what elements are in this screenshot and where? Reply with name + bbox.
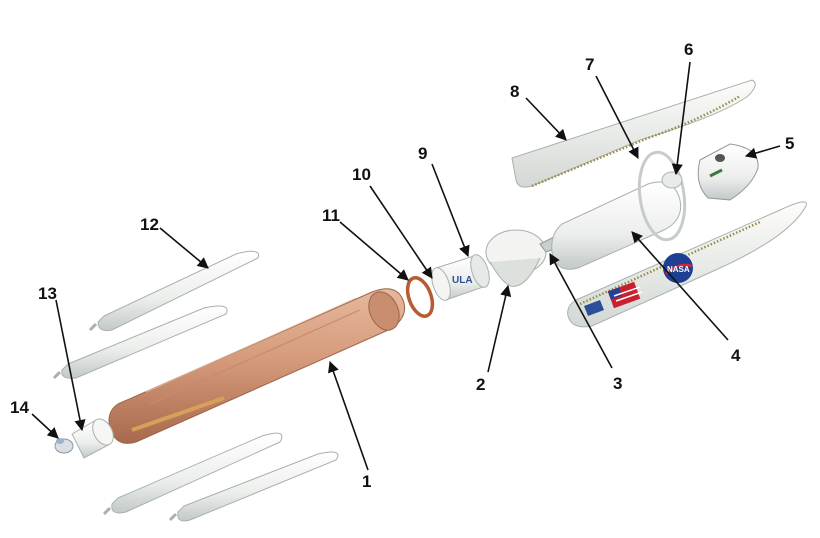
leader-9	[431, 163, 470, 258]
callout-1: 1	[362, 472, 371, 491]
payload-fairing-bottom-half: NASA	[567, 201, 807, 328]
leader-14	[31, 413, 59, 439]
ula-logo-text: ULA	[452, 275, 473, 286]
leader-3	[549, 253, 613, 369]
upper-stage-tank	[551, 181, 682, 270]
leader-12	[159, 227, 209, 269]
main-engine-nozzle	[54, 438, 74, 454]
leader-8	[525, 97, 567, 141]
leader-lines	[31, 61, 781, 471]
leader-2	[487, 284, 512, 373]
callout-8: 8	[510, 82, 519, 101]
callout-labels: 1 2 3 4 5 6 7 8 9 10 11 12 13 14	[10, 40, 794, 491]
leader-7	[595, 75, 639, 159]
leader-4	[631, 231, 729, 341]
payload-ring-7	[637, 150, 687, 242]
adapter-ring-11	[405, 276, 435, 318]
callout-6: 6	[684, 40, 693, 59]
solid-rocket-booster-top	[88, 250, 260, 332]
solid-rocket-booster-low-b	[168, 451, 339, 522]
nasa-meatball-icon: NASA	[663, 253, 693, 283]
nasa-logo-text: NASA	[667, 265, 690, 274]
leader-10	[369, 185, 433, 279]
callout-11: 11	[322, 206, 340, 225]
first-stage-booster	[108, 288, 406, 444]
payload-adapter-6	[661, 171, 683, 189]
callout-9: 9	[418, 144, 427, 163]
callout-14: 14	[10, 398, 29, 417]
payload-fairing-top-half	[511, 79, 756, 188]
callout-10: 10	[352, 165, 371, 184]
ula-tail-logo-icon	[584, 300, 604, 316]
callout-7: 7	[585, 55, 594, 74]
callout-2: 2	[476, 375, 485, 394]
spacecraft-payload	[697, 143, 759, 201]
american-flag-icon	[607, 281, 643, 309]
callout-4: 4	[731, 346, 741, 365]
solid-rocket-booster-mid	[52, 305, 228, 380]
callout-12: 12	[140, 215, 159, 234]
leader-1	[328, 360, 369, 471]
leader-11	[339, 221, 409, 281]
interstage-adapter: ULA	[431, 254, 490, 301]
leader-6	[671, 61, 691, 176]
callout-3: 3	[613, 374, 622, 393]
conical-adapter	[485, 229, 547, 287]
callout-5: 5	[785, 134, 794, 153]
leader-13	[55, 299, 86, 432]
solid-rocket-booster-low-a	[102, 432, 283, 516]
callout-13: 13	[38, 284, 57, 303]
leader-5	[744, 145, 781, 159]
